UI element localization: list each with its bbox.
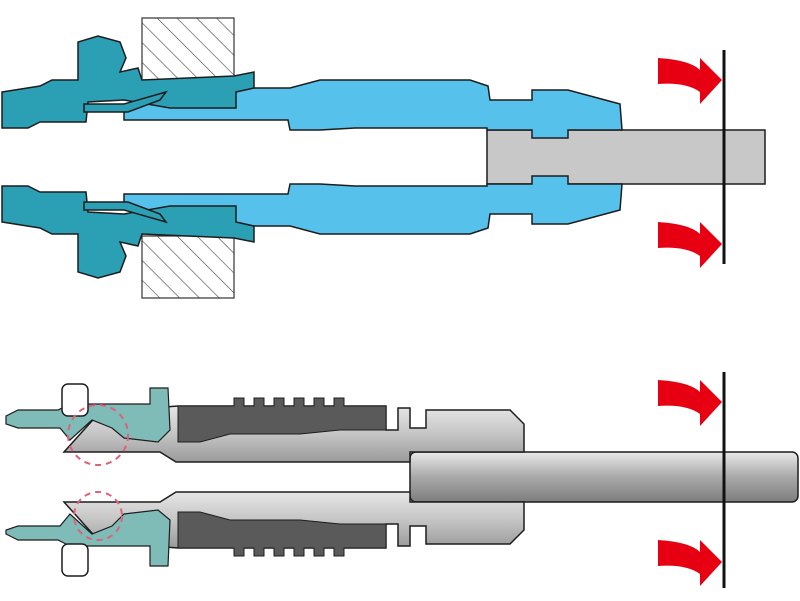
force-arrow-icon-top-upper [658, 58, 722, 104]
bottom-panel [5, 372, 799, 588]
threads-upper [177, 397, 387, 443]
ferrule-upper [83, 90, 168, 113]
wall-upper-hatched [141, 17, 235, 81]
force-arrow-icon-bottom-upper [658, 380, 722, 426]
body-upper [123, 79, 623, 139]
body-lower [123, 175, 623, 235]
tube-top [486, 129, 766, 185]
ferrule-lower [83, 201, 168, 224]
force-arrow-icon-top-lower [658, 222, 722, 268]
top-panel [1, 17, 766, 299]
threads-lower [177, 511, 387, 557]
seal-circle-icon-lower [73, 491, 123, 541]
nut-outline-upper [61, 383, 89, 417]
teal-fitting-lower [1, 185, 255, 279]
seal-circle-icon-upper [67, 404, 129, 466]
tube-bottom [409, 451, 799, 503]
force-arrow-icon-bottom-lower [658, 540, 722, 586]
teal-fitting-upper [1, 35, 255, 129]
nut-outline-lower [61, 543, 89, 577]
wall-lower-hatched [141, 235, 235, 299]
